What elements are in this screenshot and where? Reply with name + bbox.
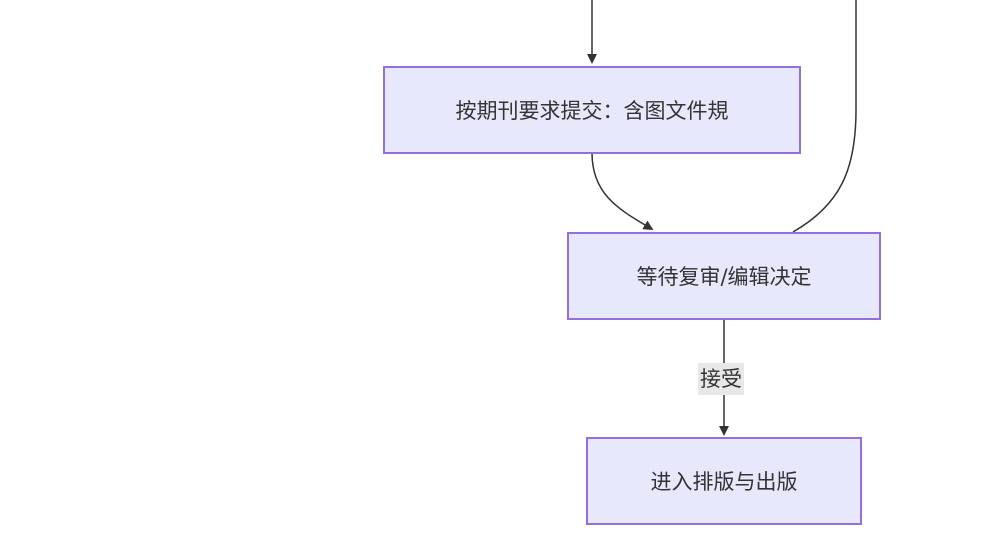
node-publish: 进入排版与出版 bbox=[586, 437, 862, 525]
node-wait-label: 等待复审/编辑决定 bbox=[636, 265, 812, 289]
node-submit-label: 按期刊要求提交：含图文件規 bbox=[455, 99, 729, 123]
edge-wait-to-loop bbox=[792, 0, 857, 233]
edge-label-accept: 接受 bbox=[698, 363, 744, 395]
edge-submit-to-wait bbox=[591, 152, 654, 231]
node-publish-label: 进入排版与出版 bbox=[650, 470, 798, 494]
node-submit: 按期刊要求提交：含图文件規 bbox=[383, 66, 801, 154]
node-wait: 等待复审/编辑决定 bbox=[567, 232, 881, 320]
